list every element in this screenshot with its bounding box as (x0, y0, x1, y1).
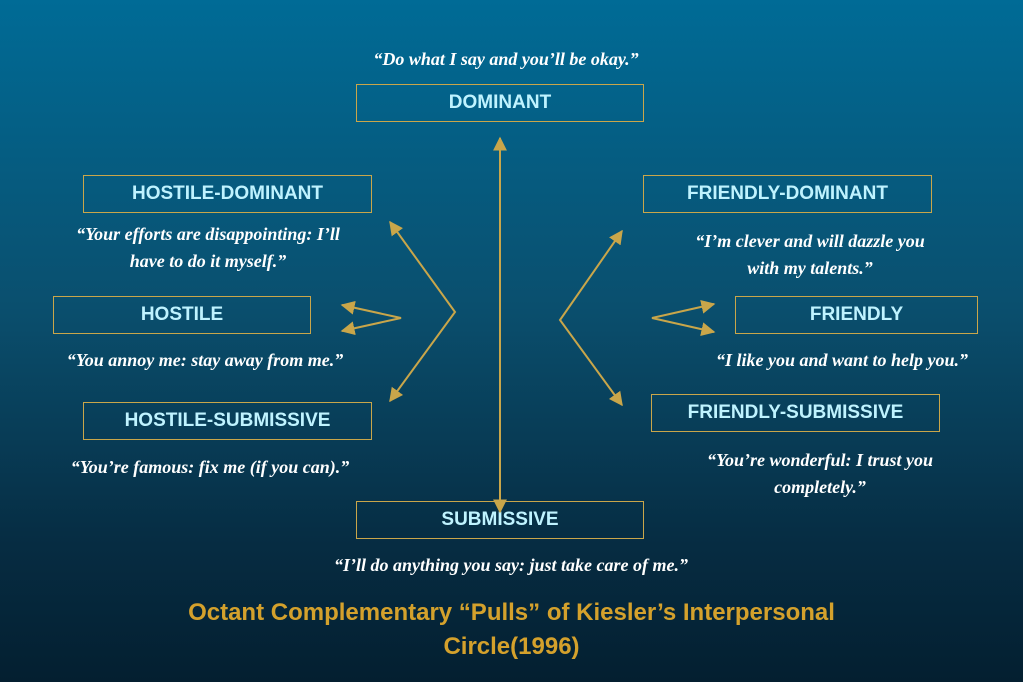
hostile-box: HOSTILE (53, 296, 311, 334)
friendly-submissive-quote: “You’re wonderful: I trust you completel… (640, 447, 1000, 501)
friendly-quote: “I like you and want to help you.” (715, 350, 969, 370)
friendly-small-arrow (651, 299, 716, 337)
hostile-dominant-box: HOSTILE-DOMINANT (83, 175, 372, 213)
hostile-quote: “You annoy me: stay away from me.” (66, 350, 344, 370)
hostile-dominant-quote-line2: have to do it myself.” (129, 251, 287, 271)
hostile-dominant-quote: “Your efforts are disappointing: I’ll ha… (18, 221, 398, 275)
left-chevron-arrow (389, 220, 457, 403)
dominant-box: DOMINANT (356, 84, 644, 122)
friendly-submissive-quote-line1: “You’re wonderful: I trust you (706, 450, 934, 470)
slide-title: Octant Complementary “Pulls” of Kiesler’… (0, 596, 1023, 664)
hostile-small-arrow (340, 300, 402, 336)
hostile-dominant-quote-line1: “Your efforts are disappointing: I’ll (76, 224, 340, 244)
friendly-dominant-box: FRIENDLY-DOMINANT (643, 175, 932, 213)
friendly-box: FRIENDLY (735, 296, 978, 334)
hostile-submissive-box: HOSTILE-SUBMISSIVE (83, 402, 372, 440)
hostile-submissive-quote: “You’re famous: fix me (if you can).” (70, 457, 350, 477)
friendly-dominant-quote: “I’m clever and will dazzle you with my … (630, 228, 990, 282)
friendly-submissive-box: FRIENDLY-SUBMISSIVE (651, 394, 940, 432)
friendly-dominant-quote-line2: with my talents.” (747, 258, 873, 278)
friendly-submissive-quote-line2: completely.” (774, 477, 866, 497)
friendly-dominant-quote-line1: “I’m clever and will dazzle you (695, 231, 925, 251)
title-line1: Octant Complementary “Pulls” of Kiesler’… (188, 599, 835, 626)
title-line2: Circle(1996) (443, 633, 580, 660)
right-chevron-arrow (558, 229, 623, 407)
dominant-quote: “Do what I say and you’ll be okay.” (373, 49, 639, 69)
submissive-quote: “I’ll do anything you say: just take car… (334, 555, 688, 575)
